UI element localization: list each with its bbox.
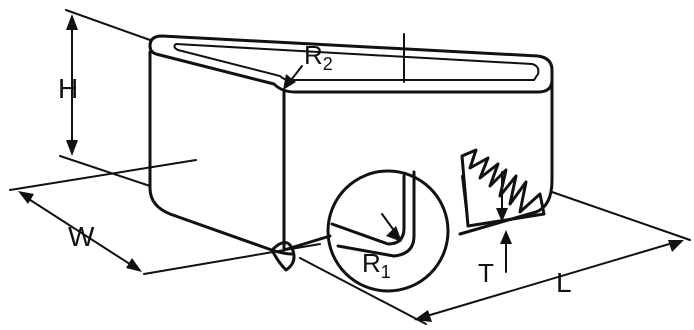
box-top-rim-outer — [148, 34, 554, 94]
box-top-rim-inner — [173, 42, 540, 81]
r2-arrow — [283, 74, 296, 90]
label-w: W — [68, 221, 95, 252]
w-arrow-front — [126, 258, 142, 272]
l-ext-right — [551, 191, 691, 241]
label-r2-letter: R — [304, 40, 323, 70]
label-r1-subscript: 1 — [381, 262, 391, 282]
w-dimension-line — [23, 195, 137, 269]
cutaway-wall-section — [460, 148, 546, 228]
box-body — [148, 33, 554, 272]
label-r2: R2 — [304, 40, 333, 74]
h-arrow-bottom — [66, 140, 78, 156]
l-arrow-right — [668, 240, 684, 252]
h-arrow-top — [66, 14, 78, 30]
h-ext-top — [65, 9, 151, 41]
dimension-lines — [9, 9, 691, 325]
l-dimension-line — [419, 241, 677, 319]
label-t: T — [478, 258, 494, 288]
r1-arrow — [386, 226, 402, 242]
l-arrow-left — [414, 310, 432, 322]
cutaway-jagged-edge — [460, 148, 546, 228]
label-h: H — [58, 73, 78, 104]
w-arrow-back — [18, 191, 34, 204]
label-l: L — [556, 267, 572, 298]
label-r1-letter: R — [362, 248, 381, 278]
w-ext-back — [9, 159, 197, 191]
t-arrow-up — [500, 230, 512, 244]
label-r2-subscript: 2 — [323, 54, 333, 74]
label-r1: R1 — [362, 248, 391, 282]
h-ext-bottom — [59, 155, 151, 187]
box-bottom-foot — [270, 241, 296, 272]
l-ext-left — [299, 257, 427, 325]
cutaway-inner-line — [461, 175, 469, 227]
box-front-left-face — [148, 50, 294, 256]
w-ext-front — [143, 243, 321, 275]
magnifier-circle — [326, 169, 450, 293]
magnifier-outer-corner — [336, 170, 416, 258]
t-arrow-down — [496, 208, 508, 222]
box-right-face — [282, 78, 554, 252]
